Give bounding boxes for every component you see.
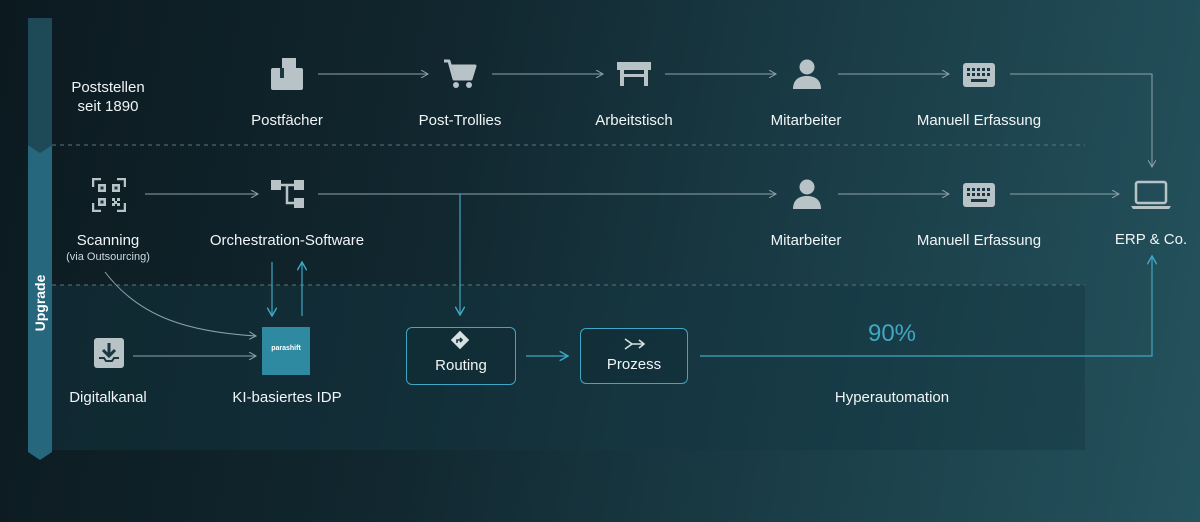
laptop-icon (1131, 180, 1171, 209)
parashift-logo-text: parashift (271, 345, 301, 352)
step-erp: ERP & Co. (1114, 231, 1188, 248)
inbox-download-icon (94, 338, 124, 368)
directions-icon (450, 330, 470, 350)
routing-box: Routing (406, 327, 516, 385)
qr-scan-icon (92, 178, 126, 212)
person-icon (793, 179, 821, 209)
step-hyperautomation: Hyperautomation (834, 389, 950, 406)
person-icon (793, 59, 821, 89)
step-post-trollies: Post-Trollies (418, 112, 502, 129)
keyboard-icon (963, 183, 995, 207)
automation-panel (52, 285, 1085, 450)
arrow-prozess-erp (700, 256, 1152, 357)
arrow-erfassung-erp (1010, 73, 1152, 167)
step-digitalkanal: Digitalkanal (69, 389, 147, 406)
merge-arrow-icon (624, 338, 646, 350)
upgrade-band (28, 145, 52, 460)
step-scanning-sub: (via Outsourcing) (66, 251, 150, 263)
step-manuell-erfassung-2: Manuell Erfassung (916, 232, 1042, 249)
step-manuell-erfassung: Manuell Erfassung (916, 112, 1042, 129)
cart-icon (444, 59, 477, 88)
step-orchestration: Orchestration-Software (209, 232, 365, 249)
routing-label: Routing (435, 357, 487, 374)
row1-title: Poststellen seit 1890 (71, 79, 145, 115)
step-arbeitstisch: Arbeitstisch (595, 112, 673, 129)
step-ki-idp: KI-basiertes IDP (232, 389, 342, 406)
table-icon (617, 62, 651, 86)
step-scanning: Scanning (76, 232, 140, 249)
legacy-band (28, 18, 52, 153)
keyboard-icon (963, 63, 995, 87)
hierarchy-icon (271, 180, 304, 208)
arrow-scanning-idp (104, 271, 256, 336)
step-mitarbeiter: Mitarbeiter (770, 112, 842, 129)
mailbox-icon (271, 58, 303, 90)
step-postfaecher: Postfächer (251, 112, 323, 129)
prozess-box: Prozess (580, 328, 688, 384)
step-mitarbeiter-2: Mitarbeiter (770, 232, 842, 249)
prozess-label: Prozess (606, 356, 662, 373)
automation-percent: 90% (867, 320, 917, 347)
parashift-logo: parashift (262, 327, 310, 375)
